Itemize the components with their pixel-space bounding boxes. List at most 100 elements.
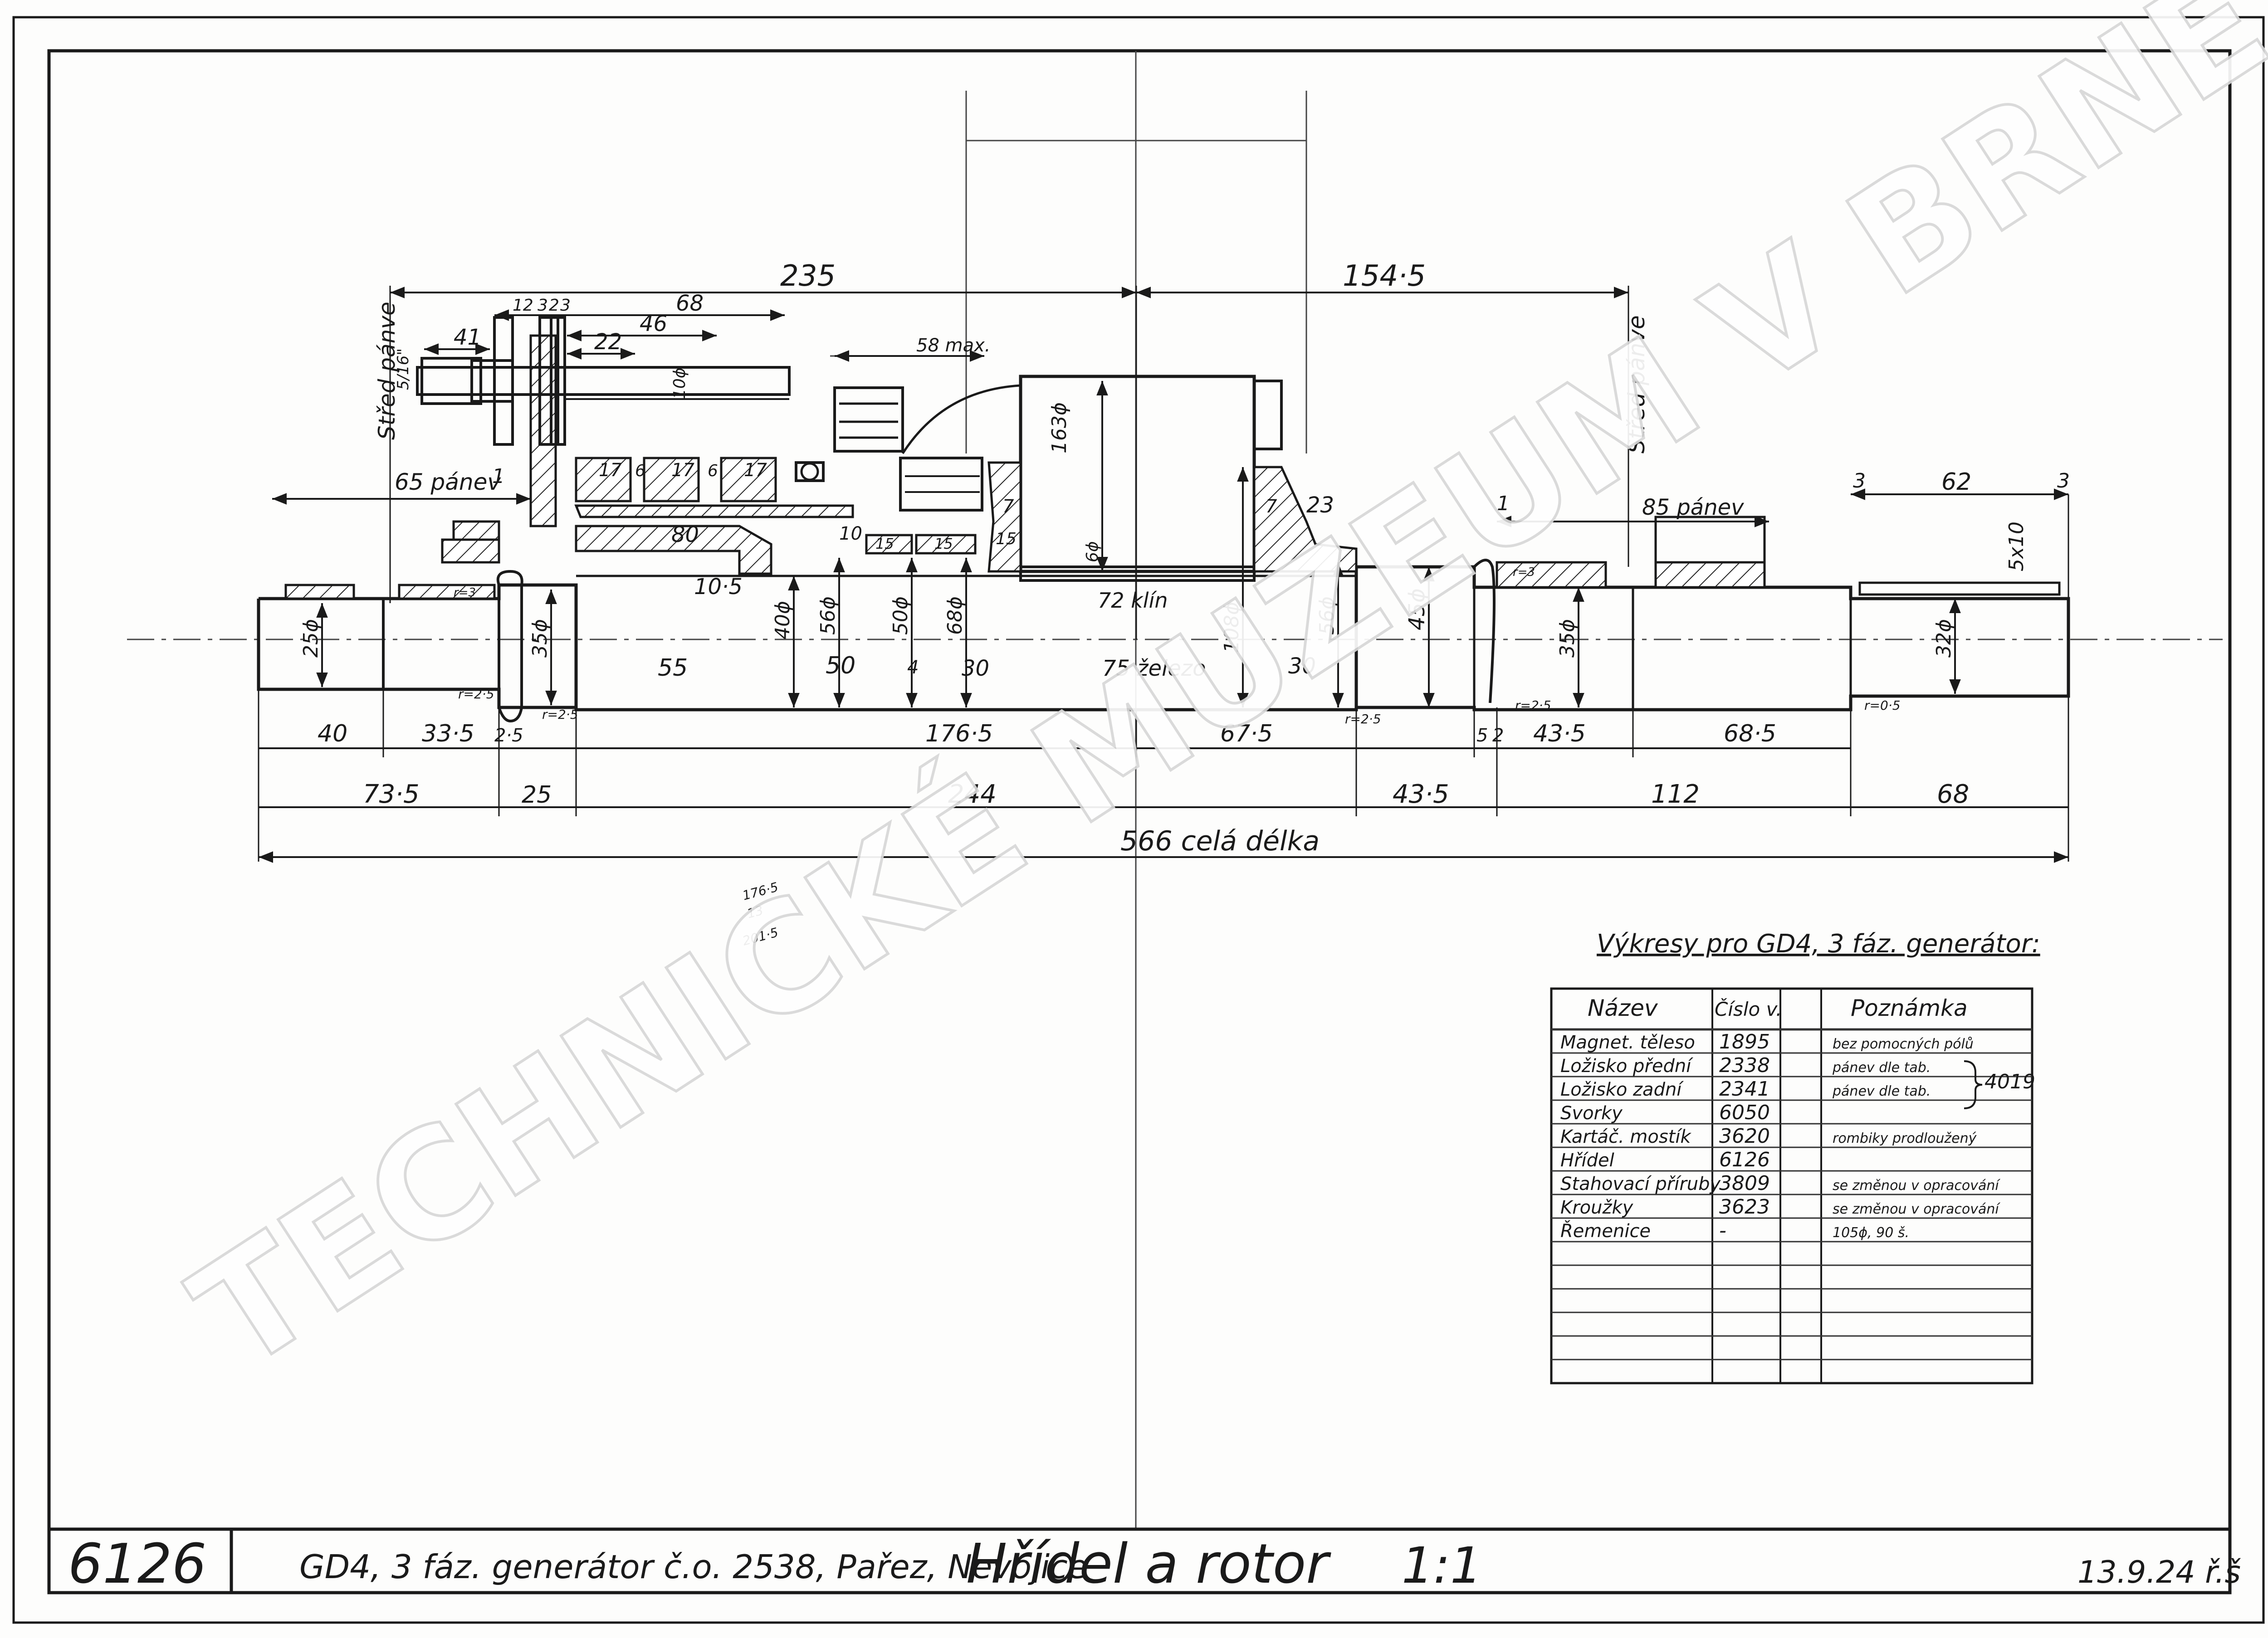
table-cell-number: 2341	[1719, 1077, 1770, 1101]
title-block: 6126 GD4, 3 fáz. generátor č.o. 2538, Pa…	[49, 1527, 2241, 1596]
dim-32-dia: 32ϕ	[1932, 619, 1955, 658]
drawing-number: 6126	[68, 1533, 206, 1596]
dim-40: 40	[318, 720, 347, 747]
dim-5: 5	[1476, 725, 1488, 746]
dim-80: 80	[671, 522, 699, 547]
table-row: Kartáč. mostík 3620 rombiky prodloužený	[1560, 1125, 1977, 1148]
dim-176-5: 176·5	[925, 720, 993, 747]
inner-border	[47, 49, 2232, 1594]
table-cell-number: 3620	[1719, 1125, 1770, 1148]
dim-3b: 3	[560, 296, 571, 315]
dim-68: 68	[676, 291, 704, 316]
col-header-note: Poznámka	[1851, 995, 1968, 1021]
dim-2b: 2	[1492, 725, 1504, 746]
dim-45-dia: 45ϕ	[1404, 588, 1430, 630]
dim-56-dia-a: 56ϕ	[816, 596, 840, 635]
dim-30a: 30	[962, 656, 989, 681]
table-row: Kroužky 3623 se změnou v opracování	[1560, 1195, 2000, 1219]
table-cell-note: bez pomocných pólů	[1833, 1036, 1974, 1052]
dim-112: 112	[1651, 780, 1700, 809]
table-cell-number: 6050	[1719, 1101, 1770, 1124]
dim-r25c: r=2·5	[1345, 712, 1381, 726]
table-row: Ložisko přední 2338 pánev dle tab.	[1560, 1054, 1931, 1077]
table-cell-note: se změnou v opracování	[1833, 1201, 2000, 1217]
table-cell-note: 105ϕ, 90 š.	[1833, 1225, 1909, 1241]
table-cell-number: 6126	[1719, 1148, 1770, 1171]
dim-23: 23	[1306, 492, 1334, 518]
table-cell-name: Magnet. těleso	[1560, 1032, 1695, 1053]
table-cell-number: 2338	[1719, 1054, 1770, 1077]
drawing-scale: 1:1	[1402, 1536, 1482, 1594]
dim-50-dia: 50ϕ	[889, 596, 912, 635]
col-header-name: Název	[1588, 995, 1658, 1021]
dim-73-5: 73·5	[363, 780, 420, 809]
dim-4: 4	[907, 657, 919, 678]
table-cell-name: Řemenice	[1560, 1220, 1651, 1242]
dimension-labels: 235 154·5 12 3 2 3 68 46 41 22 5/16" 10ϕ…	[299, 259, 2070, 857]
dim-43-5a: 43·5	[1533, 720, 1586, 747]
table-cell-note: pánev dle tab.	[1832, 1060, 1931, 1076]
table-cell-note: pánev dle tab.	[1832, 1083, 1931, 1099]
table-cell-name: Kartáč. mostík	[1560, 1126, 1691, 1147]
dim-10: 10	[839, 523, 862, 544]
dim-235: 235	[780, 259, 836, 293]
table-cell-name: Hřídel	[1560, 1150, 1614, 1171]
dim-2-5: 2·5	[494, 725, 523, 746]
dim-5x10: 5x10	[2005, 522, 2028, 571]
dim-25: 25	[522, 781, 552, 809]
table-brace-note: 4019	[1984, 1070, 2035, 1093]
parts-table: Výkresy pro GD4, 3 fáz. generátor: Název…	[1550, 929, 2040, 1384]
dim-40-dia: 40ϕ	[771, 601, 794, 639]
dim-22: 22	[594, 329, 622, 355]
dim-41: 41	[454, 325, 481, 350]
table-row: Hřídel 6126	[1560, 1148, 1770, 1171]
dim-67-5: 67·5	[1220, 720, 1273, 747]
dim-1b: 1	[1497, 492, 1510, 515]
drawing-description: GD4, 3 fáz. generátor č.o. 2538, Pařez, …	[299, 1548, 1088, 1586]
dim-10-5: 10·5	[694, 574, 743, 600]
dim-r25d: r=2·5	[1515, 698, 1551, 713]
dim-35-dia-b: 35ϕ	[1556, 619, 1579, 658]
bearing-center-right: Střed pánve	[1623, 315, 1650, 453]
dim-r3a: r=3	[454, 586, 476, 600]
dim-r3b: r=3	[1513, 566, 1535, 579]
dim-15a: 15	[875, 535, 894, 552]
dim-6a: 6	[635, 462, 645, 480]
dim-55: 55	[658, 654, 688, 682]
col-header-number: Číslo v.	[1715, 998, 1782, 1020]
dim-30b: 30	[1288, 653, 1316, 679]
dim-3a: 3	[538, 296, 548, 315]
dim-46: 46	[640, 311, 667, 336]
dim-7a: 7	[1002, 496, 1014, 517]
dim-r25a: r=2·5	[458, 687, 494, 702]
dim-15b: 15	[934, 535, 953, 552]
dim-58-max: 58 max.	[916, 335, 990, 356]
dim-r25b: r=2·5	[542, 707, 578, 722]
dim-3d: 3	[2057, 469, 2070, 492]
drawing-date: 13.9.24 ř.š	[2077, 1555, 2241, 1590]
table-cell-name: Kroužky	[1560, 1197, 1634, 1218]
dim-total-length: 566 celá délka	[1120, 825, 1320, 857]
dim-85-panev: 85 pánev	[1642, 495, 1744, 520]
dim-17b: 17	[671, 460, 694, 481]
dim-5-16: 5/16"	[394, 348, 412, 390]
dimension-lines	[258, 286, 2069, 863]
table-cell-name: Stahovací příruby	[1560, 1174, 1721, 1194]
table-cell-name: Ložisko přední	[1560, 1056, 1693, 1077]
table-cell-number: -	[1719, 1219, 1726, 1242]
table-cell-note: rombiky prodloužený	[1833, 1131, 1977, 1146]
dim-108-dia: 108ϕ	[1220, 602, 1243, 653]
dim-10-dia: 10ϕ	[670, 367, 689, 399]
dim-72-klin: 72 klín	[1098, 588, 1168, 613]
dim-68b: 68	[1937, 780, 1969, 809]
dim-62: 62	[1941, 468, 1971, 496]
dim-17a: 17	[599, 460, 622, 481]
dim-33-5: 33·5	[422, 720, 474, 747]
dim-7b: 7	[1266, 496, 1277, 517]
table-cell-number: 3623	[1719, 1195, 1770, 1219]
dim-68-5: 68·5	[1724, 720, 1776, 747]
